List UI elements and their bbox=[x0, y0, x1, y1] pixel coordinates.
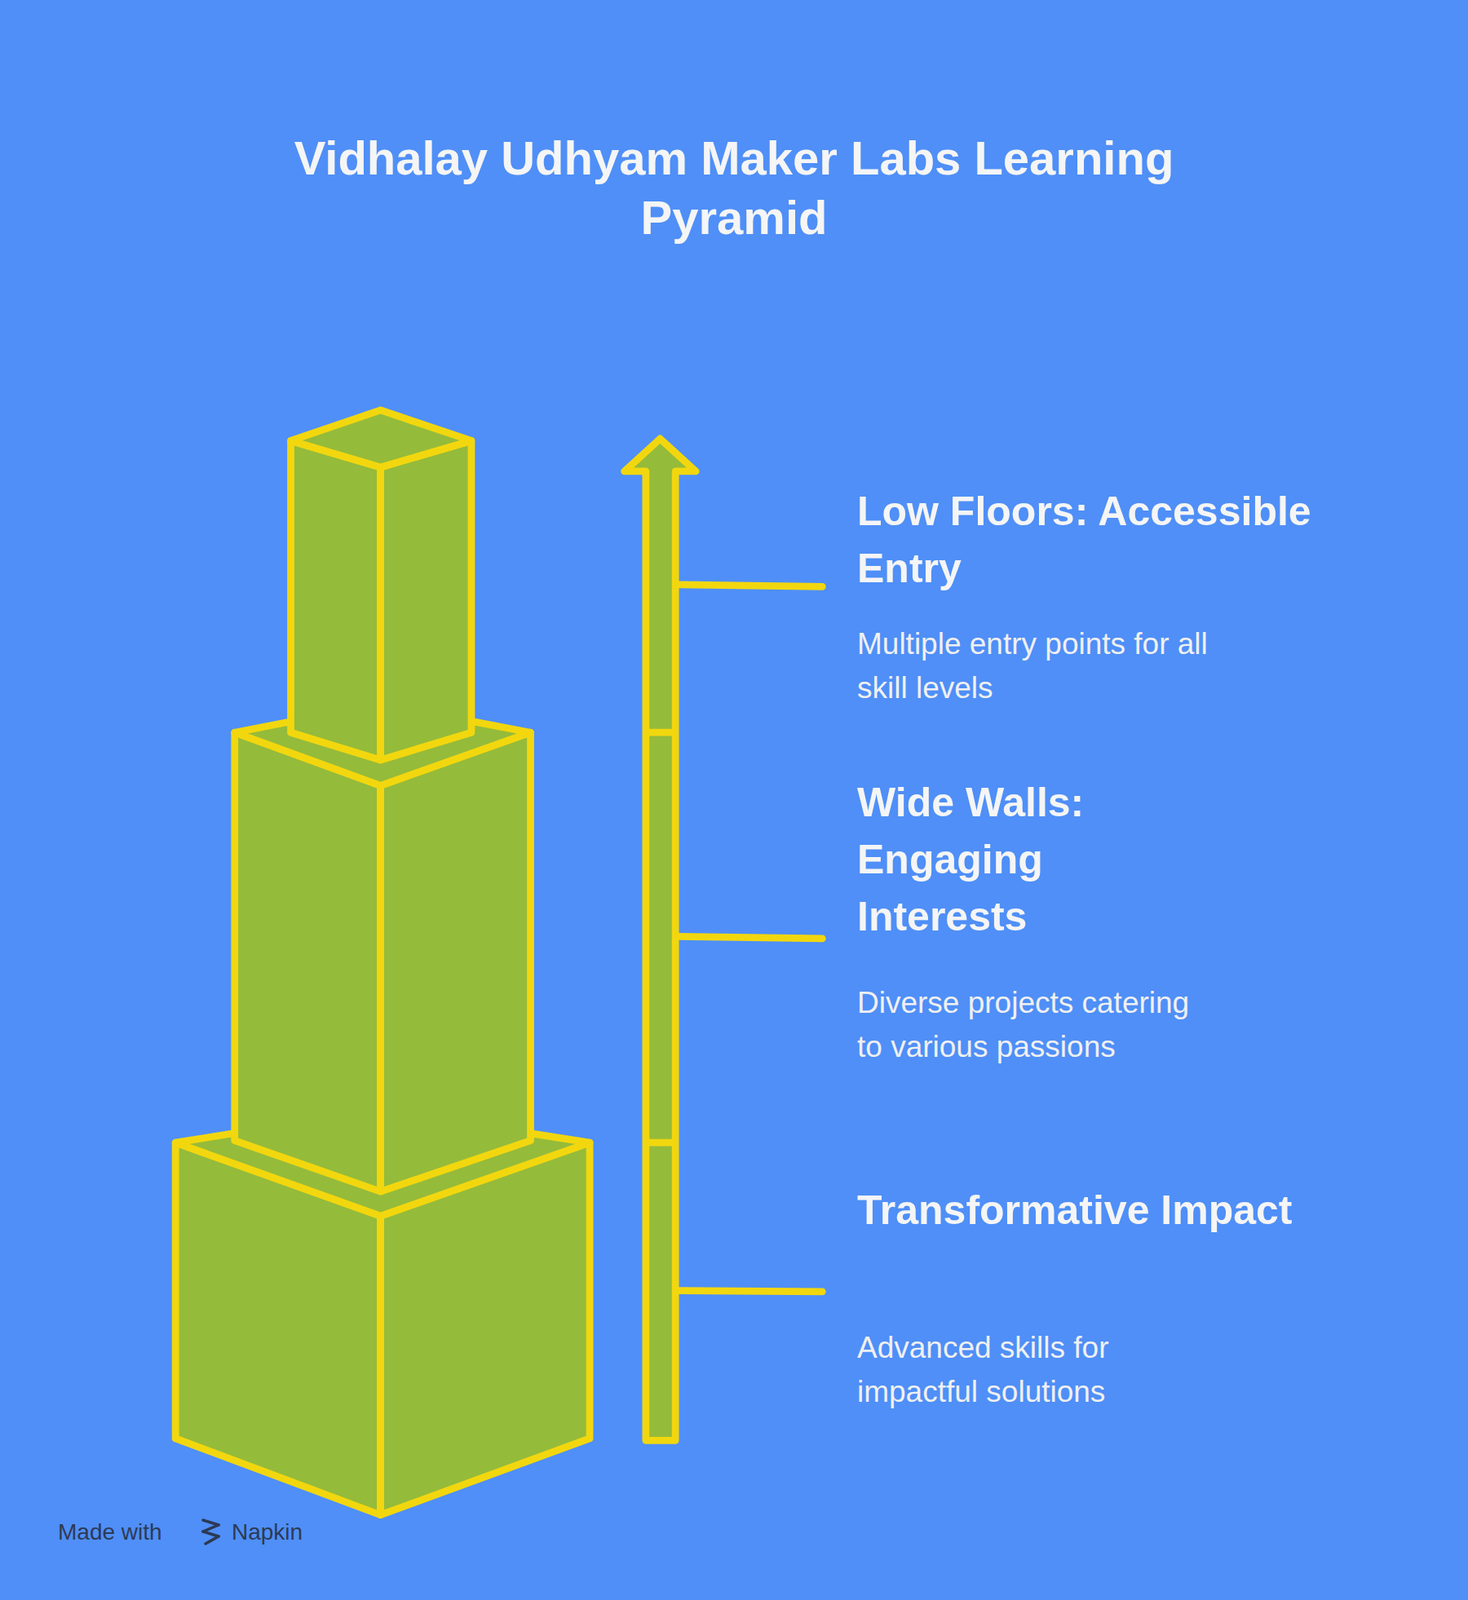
arrow-divider bbox=[645, 729, 676, 737]
arrow-divider bbox=[645, 1139, 676, 1147]
tier-description: Diverse projects catering to various pas… bbox=[857, 981, 1216, 1069]
napkin-logo bbox=[203, 1520, 219, 1544]
tier-heading: Wide Walls: Engaging Interests bbox=[857, 773, 1200, 946]
tier-heading: Transformative Impact bbox=[857, 1181, 1347, 1239]
leader-line bbox=[678, 584, 823, 588]
block-face bbox=[234, 732, 381, 1192]
leader-line bbox=[678, 1291, 823, 1292]
block-face bbox=[380, 732, 531, 1192]
tier-heading: Low Floors: Accessible Entry bbox=[857, 482, 1347, 597]
tier-description: Advanced skills for impactful solutions bbox=[857, 1326, 1216, 1414]
block-top bbox=[291, 410, 472, 468]
tier-description: Multiple entry points for all skill leve… bbox=[857, 622, 1216, 710]
leader-line bbox=[678, 936, 823, 939]
watermark: Made with bbox=[57, 1518, 197, 1547]
block-face bbox=[291, 440, 381, 761]
block-face bbox=[380, 440, 472, 761]
watermark: Napkin bbox=[231, 1518, 371, 1547]
diagram-title: Vidhalay Udhyam Maker Labs Learning Pyra… bbox=[265, 128, 1203, 248]
